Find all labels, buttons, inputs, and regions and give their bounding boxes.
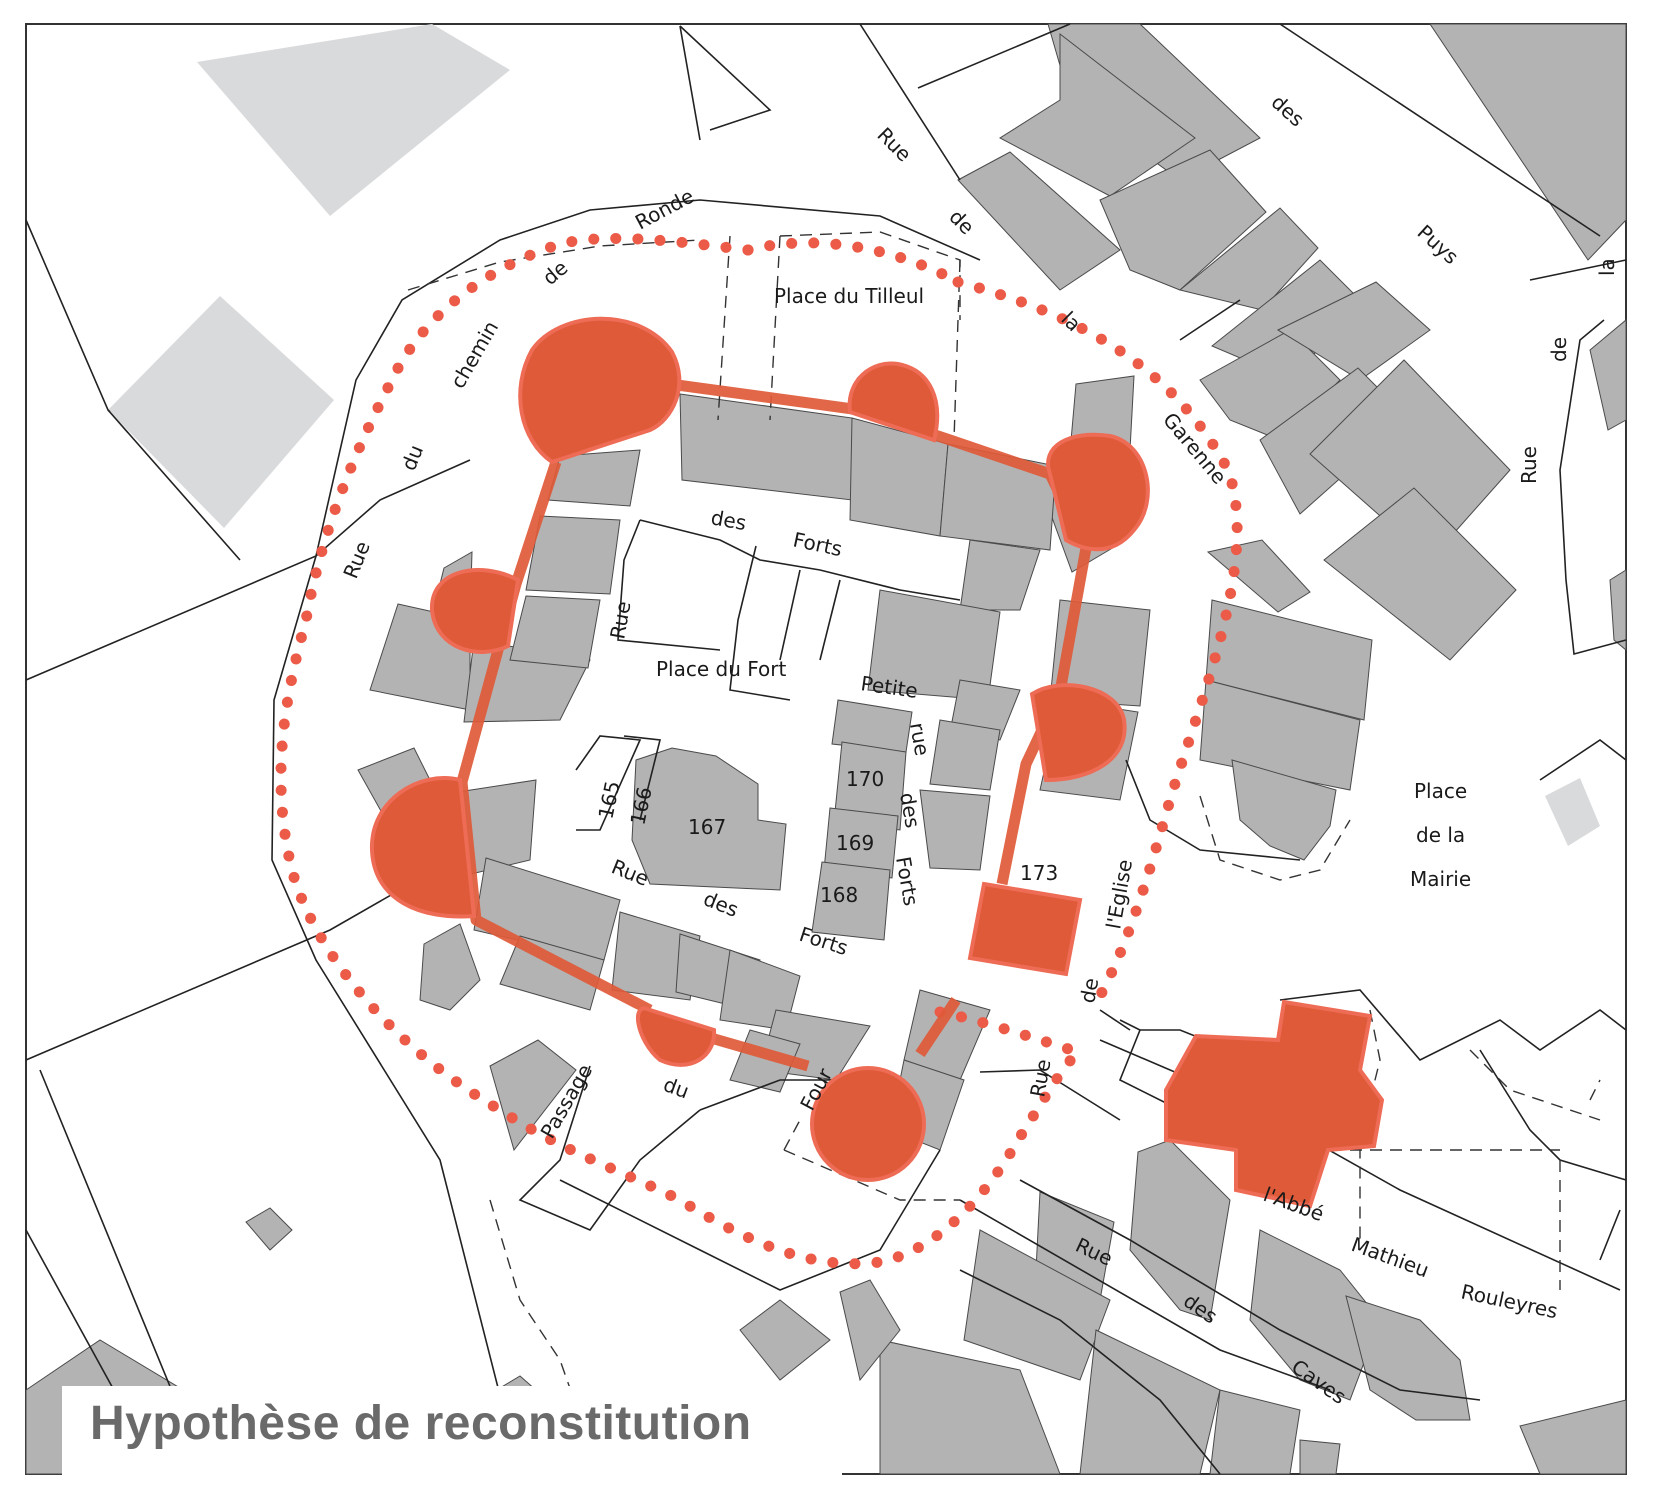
parcel-numbers: 165 166 167 170 169 168 173 (593, 767, 1058, 907)
title-background (62, 1386, 842, 1486)
reconstruction-towers (369, 316, 1150, 1182)
building-173-reconstruction (967, 881, 1083, 977)
parcel-lines (25, 23, 1627, 1475)
label-place: Place (1414, 779, 1467, 803)
parcel-167: 167 (688, 815, 726, 839)
tower-southwest (369, 776, 477, 919)
label-rue-de-la-2: de (1547, 337, 1571, 362)
label-mairie: Mairie (1410, 867, 1471, 891)
dotted-outer-enclosure (275, 232, 1243, 1270)
label-de-eglise: de (1075, 976, 1103, 1005)
church-reconstruction (1164, 999, 1385, 1209)
map-title: Hypothèse de reconstitution (90, 1397, 752, 1450)
tower-west (429, 568, 521, 654)
grey-buildings (25, 23, 1627, 1475)
dashed-lines (407, 231, 1601, 1475)
parcel-169: 169 (836, 831, 874, 855)
tower-north (847, 361, 940, 443)
tower-southeast (810, 1066, 926, 1182)
label-place-du-fort: Place du Fort (656, 657, 787, 681)
tower-east (1029, 683, 1127, 783)
label-rue-de-la-1: Rue (1517, 446, 1541, 484)
parcel-173: 173 (1020, 861, 1058, 885)
parcel-168: 168 (820, 883, 858, 907)
tower-northwest (518, 316, 682, 465)
tower-south (635, 1006, 717, 1067)
tower-northeast (1046, 432, 1150, 552)
label-de-la: de la (1416, 823, 1465, 847)
label-petite-rue: rue (905, 721, 934, 758)
reconstruction-buildings (967, 881, 1385, 1209)
label-place-du-tilleul: Place du Tilleul (774, 284, 924, 308)
label-rue-de-la-3: la (1595, 258, 1619, 276)
parcel-170: 170 (846, 767, 884, 791)
